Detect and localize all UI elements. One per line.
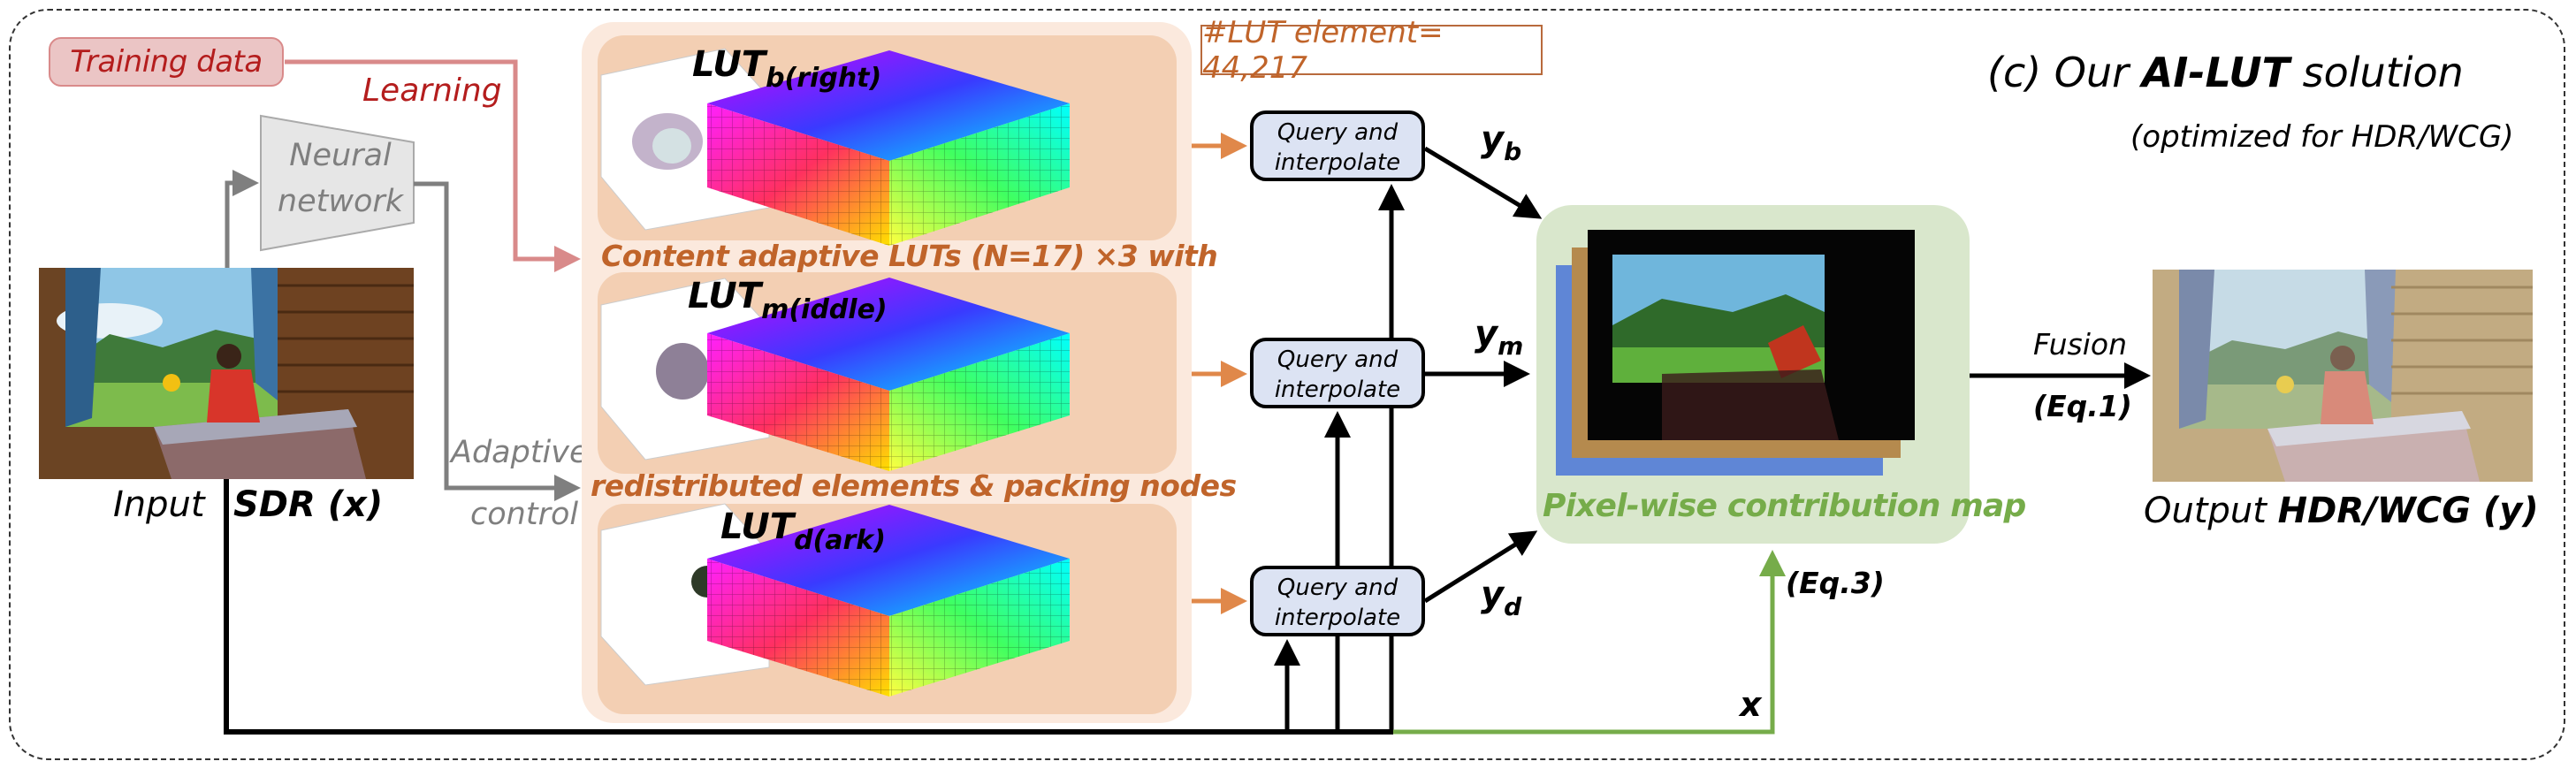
- fusion-label: Fusion: [2033, 327, 2128, 362]
- lut-element-count-label: #LUT element= 44,217: [1202, 14, 1444, 86]
- yd-sub: d: [1504, 592, 1522, 621]
- lut-element-count: #LUT element= 44,217: [1200, 15, 1543, 86]
- learning-label: Learning: [362, 72, 502, 109]
- adaptive-label: Adaptive: [451, 435, 589, 470]
- input-scene: [39, 268, 414, 479]
- yd-arrow: [1423, 530, 1538, 604]
- lut-m-title: LUTm(iddle): [688, 276, 888, 325]
- yd-label: yd: [1481, 575, 1521, 621]
- query-b-line2: interpolate: [1274, 149, 1401, 176]
- query-interpolate-d: Query and interpolate: [1250, 566, 1425, 636]
- training-data-label: Training data: [70, 44, 263, 80]
- ym-name: y: [1475, 314, 1498, 354]
- input-to-nn-arrow: [225, 170, 259, 268]
- learning-arrow: [285, 59, 581, 272]
- output-hdr-image: [2153, 270, 2533, 482]
- sdr-label: SDR (x): [233, 484, 384, 525]
- training-data-box: Training data: [49, 37, 284, 87]
- lut-b-cube: [707, 50, 1070, 246]
- query-m-line1: Query and: [1277, 346, 1399, 373]
- title-suffix: solution: [2290, 49, 2464, 96]
- control-label: control: [470, 497, 579, 532]
- yb-arrow: [1423, 146, 1543, 219]
- eq1-label: (Eq.1): [2033, 389, 2132, 423]
- lut-d-name: LUT: [720, 506, 795, 547]
- input-sdr-image: [39, 268, 414, 479]
- query-d-line2: interpolate: [1274, 605, 1401, 631]
- sdr-bus-line: [224, 479, 1393, 735]
- output-label-prefix: Output: [2144, 491, 2278, 531]
- x-to-contribution-arrow: [1393, 550, 1786, 735]
- adaptive-control-arrow: [414, 181, 581, 501]
- query-interpolate-b: Query and interpolate: [1250, 110, 1425, 181]
- yb-label: yb: [1481, 119, 1521, 166]
- yd-name: y: [1481, 575, 1505, 615]
- x-label: x: [1740, 685, 1762, 724]
- output-label-bold: HDR/WCG (y): [2277, 491, 2539, 531]
- nn-line1: Neural: [289, 138, 392, 173]
- lut-m-cube: [707, 278, 1070, 471]
- query-b-line1: Query and: [1277, 119, 1399, 146]
- neural-network-shape: [260, 114, 415, 252]
- lut-d-cube: [707, 505, 1070, 697]
- figure-subtitle: (optimized for HDR/WCG): [2130, 119, 2514, 155]
- contribution-map-stack: [1556, 230, 1915, 476]
- neural-network-label: Neural network: [274, 133, 407, 225]
- query-interpolate-m: Query and interpolate: [1250, 338, 1425, 408]
- lut-d-sub: d(ark): [794, 525, 886, 556]
- yb-sub: b: [1504, 137, 1522, 166]
- query-d-line1: Query and: [1277, 575, 1399, 601]
- lut-b-title: LUTb(right): [692, 44, 881, 94]
- lut-m-name: LUT: [688, 276, 762, 316]
- lut-caption-top: Content adaptive LUTs (N=17) ×3 with: [601, 239, 1218, 273]
- lut-caption-bottom: redistributed elements & packing nodes: [591, 468, 1237, 503]
- eq3-label: (Eq.3): [1786, 566, 1885, 600]
- lut-d-title: LUTd(ark): [720, 506, 886, 556]
- yb-name: y: [1481, 119, 1505, 160]
- input-label: Input: [113, 484, 205, 525]
- lut-m-sub: m(iddle): [761, 294, 888, 325]
- query-m-line2: interpolate: [1274, 377, 1401, 403]
- lut-b-sub: b(right): [766, 63, 882, 94]
- outer-dashed-frame: [9, 9, 2565, 760]
- nn-line2: network: [277, 184, 404, 219]
- output-label: Output HDR/WCG (y): [2144, 491, 2539, 531]
- lut-b-name: LUT: [692, 44, 766, 85]
- figure-title: (c) Our AI-LUT solution: [1987, 49, 2464, 96]
- ym-sub: m: [1498, 331, 1524, 361]
- title-prefix: (c) Our: [1987, 49, 2142, 96]
- contribution-map-caption: Pixel-wise contribution map: [1543, 488, 2026, 524]
- output-scene: [2153, 270, 2533, 482]
- title-bold: AI-LUT: [2141, 49, 2290, 96]
- ym-label: ym: [1475, 314, 1523, 361]
